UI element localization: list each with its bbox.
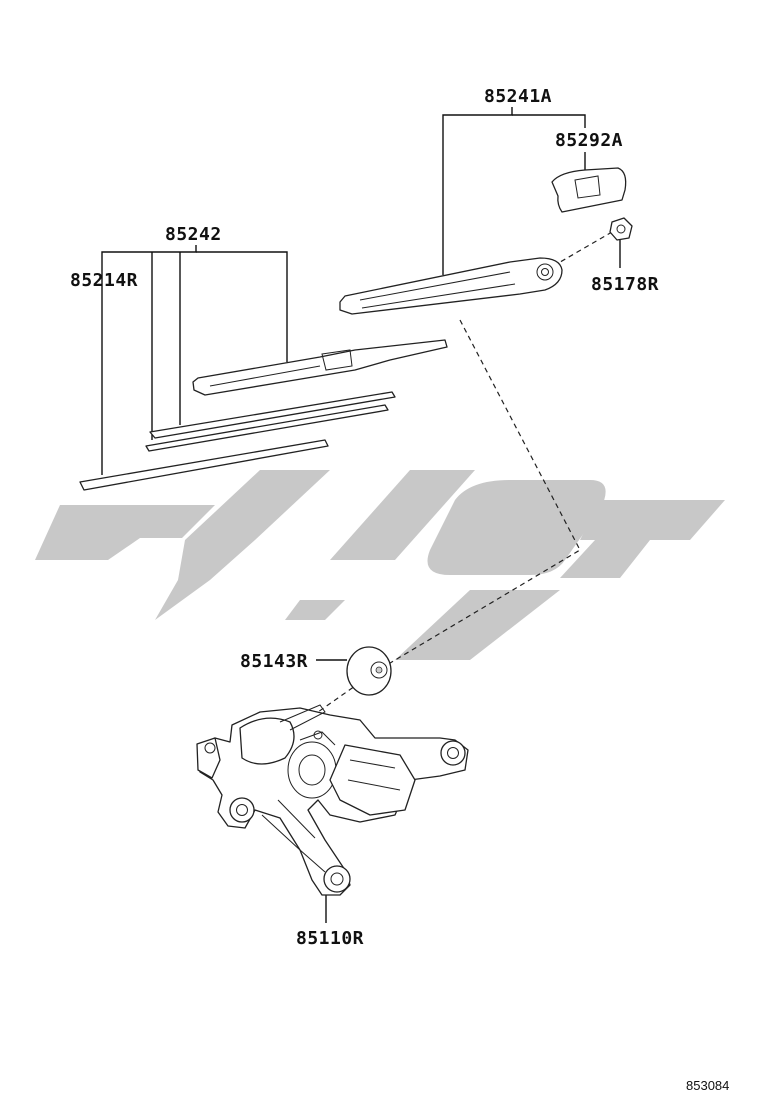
part-label-85241A: 85241A [484, 86, 552, 107]
part-label-85242: 85242 [165, 224, 222, 245]
watermark-logo [35, 470, 725, 660]
rear-wiper-blade [145, 339, 448, 452]
part-label-85110R: 85110R [296, 928, 364, 949]
part-label-85292A: 85292A [555, 130, 623, 151]
rear-wiper-arm [339, 257, 563, 315]
wiper-motor-seal [346, 646, 392, 696]
part-label-85143R: 85143R [240, 651, 308, 672]
part-label-85178R: 85178R [591, 274, 659, 295]
part-label-85214R: 85214R [70, 270, 138, 291]
wiper-arm-nut [609, 217, 633, 241]
wiper-arm-cap [551, 167, 627, 213]
diagram-reference-code: 853084 [686, 1078, 729, 1093]
leader-lines [101, 107, 621, 923]
wiper-blade-rubber [79, 439, 329, 491]
rear-wiper-motor [196, 704, 469, 896]
